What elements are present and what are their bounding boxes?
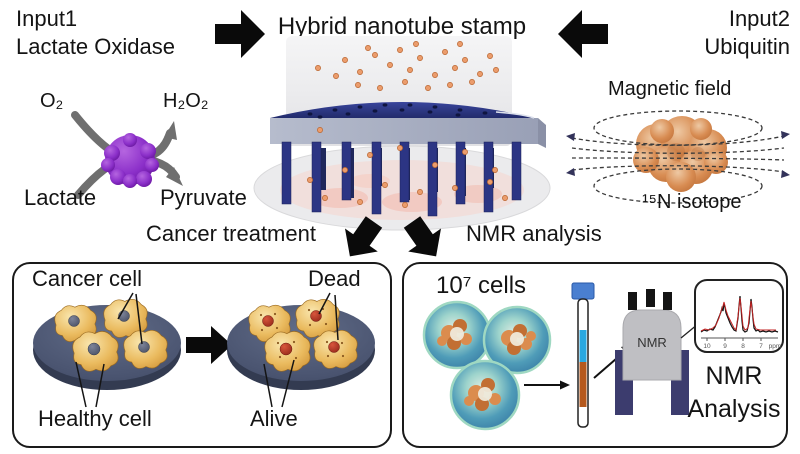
nmr-box: NMR 10 9 8 7 ppm 10⁷ cells bbox=[402, 262, 788, 448]
healthy-cell-label: Healthy cell bbox=[38, 406, 152, 431]
dead-label: Dead bbox=[308, 266, 361, 291]
nmr-machine-label: NMR bbox=[637, 335, 667, 350]
leader-lines bbox=[75, 292, 339, 408]
nmr-tube bbox=[571, 282, 595, 428]
enzyme-blob bbox=[101, 133, 159, 188]
arrow-down-right-icon bbox=[403, 216, 442, 257]
released-molecule-dots bbox=[307, 41, 508, 208]
stamp-dome bbox=[270, 102, 535, 119]
field-arrowheads bbox=[566, 131, 790, 178]
lactate-oxidase-reaction bbox=[71, 111, 183, 199]
reaction-arrowhead-down bbox=[166, 167, 183, 186]
dish-before bbox=[33, 298, 181, 390]
reactant-o2-label: O₂ bbox=[40, 90, 64, 112]
spectrum-inset: 10 9 8 7 ppm bbox=[694, 279, 784, 353]
dish-after bbox=[227, 298, 375, 390]
ubiquitin-magnetic-field-illustration bbox=[566, 110, 790, 204]
treatment-illustration bbox=[33, 292, 375, 408]
spectrum-trace-red bbox=[700, 297, 776, 332]
alive-label: Alive bbox=[250, 406, 298, 431]
cell-spheres bbox=[422, 300, 552, 431]
spectrum-tick-7: 7 bbox=[759, 343, 763, 350]
spectrum-tick-9: 9 bbox=[723, 343, 727, 350]
nmr-analysis-caption-line1: NMR bbox=[705, 362, 763, 390]
spectrum-unit: ppm bbox=[769, 343, 782, 350]
isotope-label: ¹⁵N isotope bbox=[642, 191, 742, 213]
magnetic-field-label: Magnetic field bbox=[608, 78, 732, 100]
arrow-left-icon bbox=[558, 10, 608, 58]
nmr-machine: NMR bbox=[615, 289, 689, 415]
cancer-cell-label: Cancer cell bbox=[32, 266, 143, 291]
cell-count-label: 10⁷ cells bbox=[436, 272, 527, 299]
hybrid-nanotube-stamp-illustration bbox=[253, 36, 551, 231]
spectrum-tick-8: 8 bbox=[741, 343, 745, 350]
arrow-to-tube-icon bbox=[524, 380, 570, 390]
stamp-title: Hybrid nanotube stamp bbox=[277, 13, 527, 40]
nmr-analysis-label: NMR analysis bbox=[466, 221, 602, 246]
nmr-analysis-caption-line2: Analysis bbox=[687, 395, 781, 423]
treatment-box: Cancer cell Dead Healthy cell Alive bbox=[12, 262, 392, 448]
field-lines bbox=[571, 110, 785, 204]
product-pyruvate-label: Pyruvate bbox=[160, 185, 247, 210]
nmr-analysis-caption: NMR Analysis bbox=[680, 360, 788, 426]
cancer-treatment-label: Cancer treatment bbox=[146, 221, 316, 246]
treatment-arrow-icon bbox=[186, 326, 232, 364]
product-h2o2-label: H₂O₂ bbox=[163, 90, 209, 112]
input1-title: Input1 bbox=[16, 6, 78, 31]
input2-subtitle: Ubiquitin bbox=[704, 34, 790, 59]
arrow-down-left-icon bbox=[344, 216, 383, 257]
reaction-arrowhead-up bbox=[164, 121, 177, 140]
arrow-right-icon bbox=[215, 10, 265, 58]
input2-title: Input2 bbox=[728, 6, 790, 31]
ubiquitin-blob bbox=[633, 116, 728, 192]
input1-subtitle: Lactate Oxidase bbox=[16, 34, 175, 59]
nmr-illustration: NMR 10 9 8 7 ppm bbox=[422, 279, 784, 431]
stamp-slab bbox=[270, 118, 546, 148]
reactant-lactate-label: Lactate bbox=[24, 185, 97, 210]
spectrum-tick-10: 10 bbox=[703, 343, 711, 350]
